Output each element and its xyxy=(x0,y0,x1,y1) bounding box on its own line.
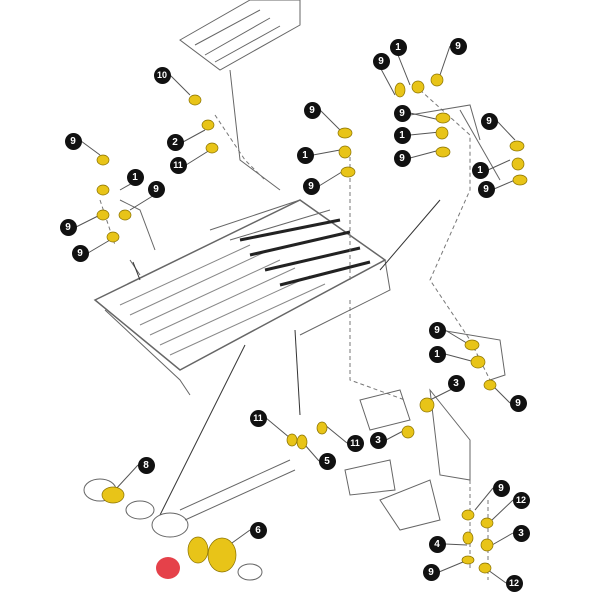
part-callout: 9 xyxy=(303,101,321,119)
part-callout: 4 xyxy=(428,535,446,553)
part-callout: 3 xyxy=(369,431,387,449)
part-callout: 11 xyxy=(169,156,187,174)
red-marker xyxy=(156,557,180,579)
part-callout: 9 xyxy=(422,563,440,581)
part-callout: 12 xyxy=(512,491,530,509)
part-callout: 9 xyxy=(59,218,77,236)
part-callout: 1 xyxy=(389,38,407,56)
part-callout: 6 xyxy=(249,521,267,539)
yellow-bearing-parts xyxy=(96,73,528,574)
part-callout: 9 xyxy=(393,104,411,122)
part-callout: 9 xyxy=(393,149,411,167)
part-callout: 9 xyxy=(71,244,89,262)
part-callout: 1 xyxy=(428,345,446,363)
part-callout: 3 xyxy=(512,524,530,542)
part-callout: 1 xyxy=(471,161,489,179)
part-callout: 9 xyxy=(492,479,510,497)
part-callout: 9 xyxy=(302,177,320,195)
part-callout: 1 xyxy=(126,168,144,186)
part-callout: 11 xyxy=(346,434,364,452)
part-callout: 9 xyxy=(428,321,446,339)
part-callout: 10 xyxy=(153,66,171,84)
part-callout: 9 xyxy=(477,180,495,198)
part-callout: 9 xyxy=(480,112,498,130)
part-callout: 11 xyxy=(249,409,267,427)
part-callout: 9 xyxy=(64,132,82,150)
part-callout: 3 xyxy=(447,374,465,392)
part-callout: 9 xyxy=(449,37,467,55)
part-callout: 9 xyxy=(372,52,390,70)
part-callout: 5 xyxy=(318,452,336,470)
part-callout: 1 xyxy=(393,126,411,144)
part-callout: 8 xyxy=(137,456,155,474)
part-callout: 9 xyxy=(147,180,165,198)
part-callout: 9 xyxy=(509,394,527,412)
part-callout: 1 xyxy=(296,146,314,164)
part-callout: 2 xyxy=(166,133,184,151)
part-callout: 12 xyxy=(505,574,523,592)
